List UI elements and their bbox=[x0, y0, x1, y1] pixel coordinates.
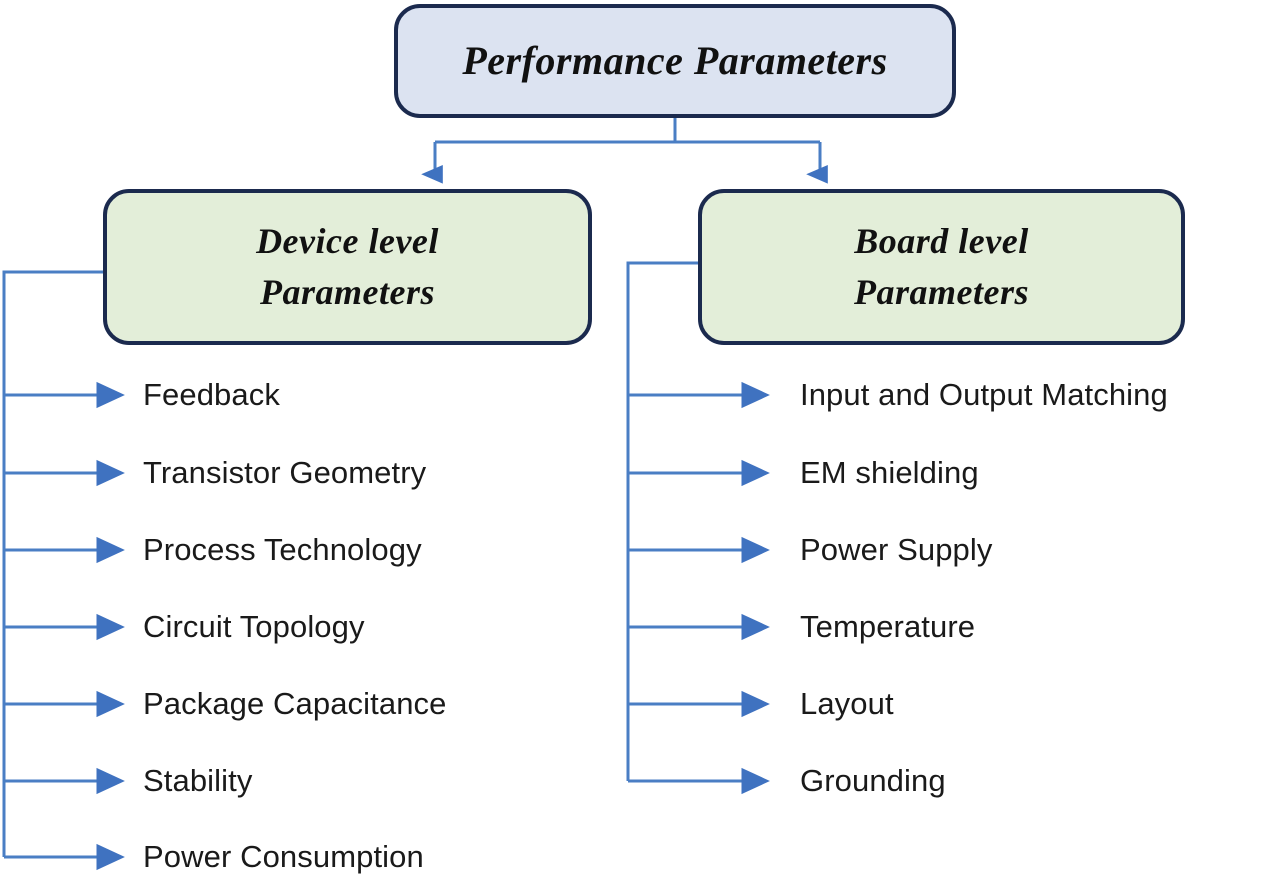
node-device-label-line2: Parameters bbox=[260, 272, 435, 312]
leaf-board-grounding: Grounding bbox=[800, 763, 946, 798]
leaf-device-feedback: Feedback bbox=[143, 377, 280, 412]
leaf-board-temperature: Temperature bbox=[800, 609, 976, 644]
leaf-board-em-shielding: EM shielding bbox=[800, 455, 979, 490]
node-device-label-line1: Device level bbox=[256, 220, 439, 261]
leaf-device-circuit-topology: Circuit Topology bbox=[143, 609, 365, 644]
node-board-label-line2: Parameters bbox=[854, 272, 1029, 312]
device-trunk bbox=[2, 270, 103, 857]
leaf-board-power-supply: Power Supply bbox=[800, 532, 993, 567]
node-board-level-parameters[interactable]: Board level Parameters bbox=[698, 189, 1185, 345]
leaf-device-power-consumption: Power Consumption bbox=[143, 839, 424, 874]
leaf-board-input-output-matching: Input and Output Matching bbox=[800, 377, 1168, 412]
node-board-label-line1: Board level bbox=[854, 220, 1029, 261]
leaf-board-layout: Layout bbox=[800, 686, 894, 721]
node-device-label: Device level Parameters bbox=[256, 216, 439, 318]
leaf-device-stability: Stability bbox=[143, 763, 253, 798]
node-performance-parameters[interactable]: Performance Parameters bbox=[394, 4, 956, 118]
node-board-label: Board level Parameters bbox=[854, 216, 1029, 318]
leaf-device-process-technology: Process Technology bbox=[143, 532, 422, 567]
board-trunk bbox=[626, 261, 698, 781]
leaf-device-package-capacitance: Package Capacitance bbox=[143, 686, 447, 721]
leaf-device-transistor-geometry: Transistor Geometry bbox=[143, 455, 427, 490]
node-root-label: Performance Parameters bbox=[462, 37, 888, 83]
node-device-level-parameters[interactable]: Device level Parameters bbox=[103, 189, 592, 345]
